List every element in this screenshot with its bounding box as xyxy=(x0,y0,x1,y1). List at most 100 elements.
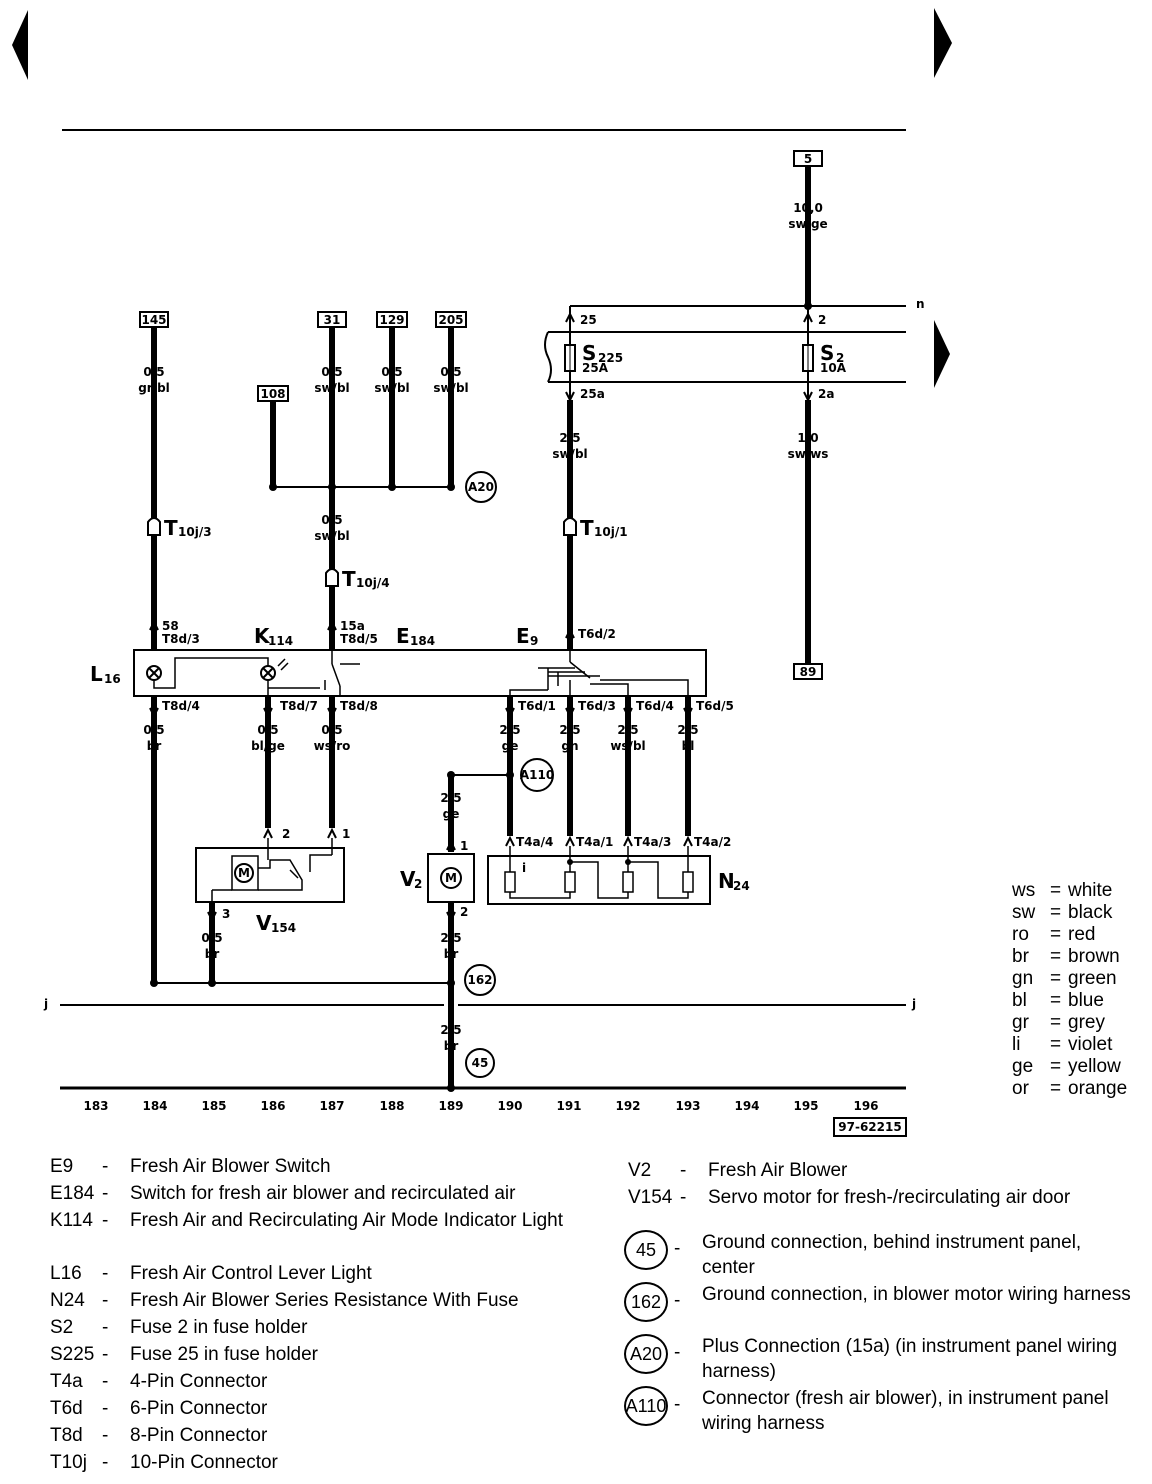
svg-text:2a: 2a xyxy=(818,387,834,401)
svg-text:br: br xyxy=(205,947,220,961)
svg-text:ge: ge xyxy=(502,739,519,753)
svg-text:2: 2 xyxy=(282,827,290,841)
prev-page-arrow-icon[interactable] xyxy=(12,10,28,80)
svg-text:T6d/2: T6d/2 xyxy=(578,627,616,641)
legend-row: S225-Fuse 25 in fuse holder xyxy=(50,1342,570,1367)
legend-dash: - xyxy=(680,1187,687,1208)
svg-text:A20: A20 xyxy=(468,480,494,494)
svg-text:10,0: 10,0 xyxy=(793,201,823,215)
legend-row: V2-Fresh Air Blower xyxy=(628,1158,1138,1183)
svg-text:T8d/7: T8d/7 xyxy=(280,699,318,713)
color-code-c: sw xyxy=(1012,902,1036,923)
color-code-c: ro xyxy=(1012,924,1029,945)
next-page-arrow-icon[interactable] xyxy=(934,8,952,78)
svg-text:2,5: 2,5 xyxy=(559,723,580,737)
svg-text:T6d/5: T6d/5 xyxy=(696,699,734,713)
color-code-n: brown xyxy=(1068,946,1120,967)
svg-text:31: 31 xyxy=(324,313,341,327)
connector-t10j3: T 10j/3 xyxy=(147,516,212,540)
switch-e184-icon xyxy=(324,650,360,696)
color-code-n: red xyxy=(1068,924,1096,945)
legend-row: E184-Switch for fresh air blower and rec… xyxy=(50,1181,570,1206)
legend-code: L16 xyxy=(50,1263,82,1284)
svg-text:2,5: 2,5 xyxy=(677,723,698,737)
svg-text:114: 114 xyxy=(268,634,293,648)
svg-text:25: 25 xyxy=(580,313,597,327)
color-code-eq: = xyxy=(1050,968,1062,989)
legend-description: Switch for fresh air blower and recircul… xyxy=(130,1183,516,1204)
svg-text:sw/ws: sw/ws xyxy=(788,447,829,461)
svg-text:S: S xyxy=(820,341,834,365)
svg-text:1,0: 1,0 xyxy=(797,431,818,445)
color-code-n: black xyxy=(1068,902,1113,923)
terminal-5: 5 xyxy=(793,150,823,167)
svg-text:10j/1: 10j/1 xyxy=(594,525,628,539)
legend-row: S2-Fuse 2 in fuse holder xyxy=(50,1315,570,1340)
motor-v154-icon: M xyxy=(211,854,332,902)
color-code-eq: = xyxy=(1050,880,1062,901)
servo-v154-housing xyxy=(195,847,345,903)
svg-text:2: 2 xyxy=(414,877,422,891)
column-number: 188 xyxy=(379,1099,404,1113)
column-number: 183 xyxy=(83,1099,108,1113)
legend-dash: - xyxy=(102,1156,109,1177)
svg-text:M: M xyxy=(238,866,250,880)
color-code-n: violet xyxy=(1068,1034,1113,1055)
switch-e9-icon xyxy=(509,650,689,696)
color-code-n: white xyxy=(1068,880,1113,901)
svg-text:ws/bl: ws/bl xyxy=(610,739,645,753)
svg-text:2,5: 2,5 xyxy=(499,723,520,737)
column-number: 185 xyxy=(201,1099,226,1113)
legend-dash: - xyxy=(102,1263,109,1284)
svg-text:162: 162 xyxy=(467,973,492,987)
column-number: 192 xyxy=(615,1099,640,1113)
legend-description: Fuse 2 in fuse holder xyxy=(130,1317,308,1338)
column-number: 189 xyxy=(438,1099,463,1113)
svg-text:gr/bl: gr/bl xyxy=(138,381,170,395)
svg-text:M: M xyxy=(445,871,457,885)
svg-text:T: T xyxy=(580,516,594,540)
svg-text:24: 24 xyxy=(733,879,750,893)
svg-text:T6d/1: T6d/1 xyxy=(518,699,556,713)
svg-text:154: 154 xyxy=(271,921,296,935)
legend-description: 10-Pin Connector xyxy=(130,1452,278,1473)
svg-text:T4a/4: T4a/4 xyxy=(516,835,553,849)
legend-dash: - xyxy=(674,1290,681,1311)
svg-text:N: N xyxy=(718,869,735,893)
svg-text:V: V xyxy=(256,911,272,935)
legend-code: E9 xyxy=(50,1156,74,1177)
svg-text:0,5: 0,5 xyxy=(143,723,164,737)
svg-text:br: br xyxy=(147,739,162,753)
continue-arrow-icon xyxy=(934,320,950,388)
figure-id-box: 97-62215 xyxy=(833,1117,907,1137)
svg-text:5: 5 xyxy=(804,152,812,166)
column-number: 194 xyxy=(734,1099,759,1113)
svg-text:0,5: 0,5 xyxy=(321,723,342,737)
legend-code: T6d xyxy=(50,1398,83,1419)
switch-housing xyxy=(133,649,707,697)
color-code-n: yellow xyxy=(1068,1056,1121,1077)
legend-description: Ground connection, in blower motor wirin… xyxy=(702,1284,1131,1305)
color-code-row: br=brown xyxy=(1012,946,1127,968)
color-code-row: gr=grey xyxy=(1012,1012,1127,1034)
legend-row: V154-Servo motor for fresh-/recirculatin… xyxy=(628,1185,1138,1210)
svg-text:br: br xyxy=(444,1039,459,1053)
color-code-c: gr xyxy=(1012,1012,1029,1033)
svg-text:S: S xyxy=(582,341,596,365)
legend-description: Ground connection, behind instrument pan… xyxy=(702,1232,1082,1278)
svg-text:gn: gn xyxy=(561,739,578,753)
color-code-c: br xyxy=(1012,946,1029,967)
ground-circle-icon: A20 xyxy=(624,1334,668,1374)
svg-text:2,5: 2,5 xyxy=(559,431,580,445)
svg-text:2,5: 2,5 xyxy=(440,1023,461,1037)
legend-row: E9-Fresh Air Blower Switch xyxy=(50,1154,570,1179)
legend-dash: - xyxy=(102,1183,109,1204)
color-code-n: orange xyxy=(1068,1078,1128,1099)
color-code-c: or xyxy=(1012,1078,1029,1099)
legend-row: L16-Fresh Air Control Lever Light xyxy=(50,1261,570,1286)
legend-description: Fresh Air and Recirculating Air Mode Ind… xyxy=(130,1210,563,1231)
svg-text:2,5: 2,5 xyxy=(617,723,638,737)
svg-text:0,5: 0,5 xyxy=(257,723,278,737)
